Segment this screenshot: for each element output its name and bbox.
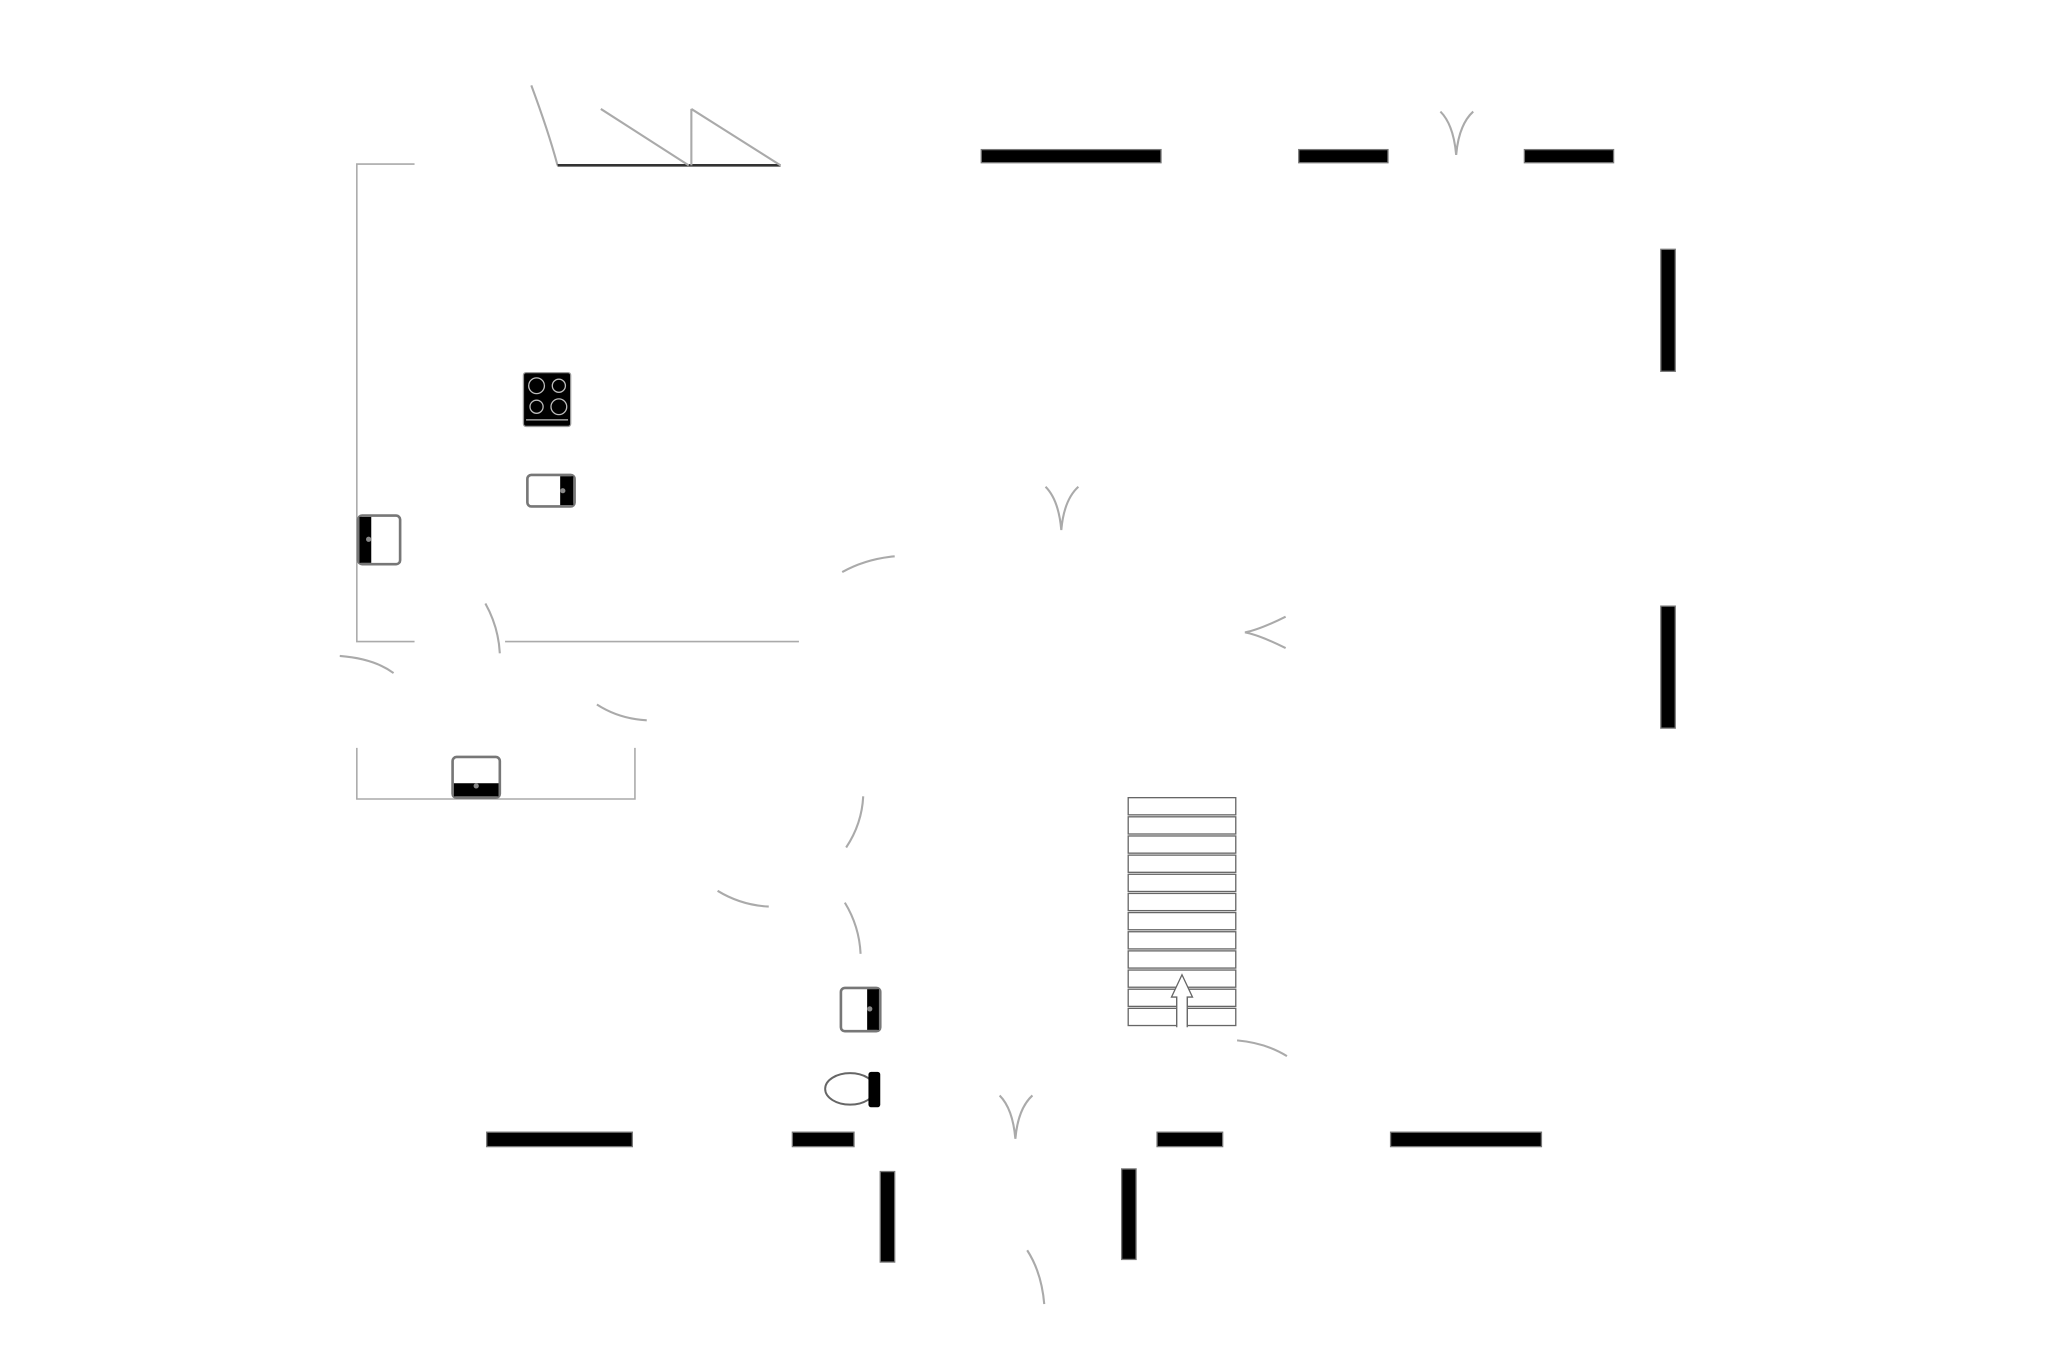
stair-step (1186, 1007, 1237, 1027)
stair-step (1127, 797, 1237, 816)
right-windows (1660, 248, 1676, 729)
stair-step (1127, 931, 1237, 950)
stair-step (1127, 835, 1237, 854)
window (1389, 1131, 1543, 1148)
door-swings (339, 110, 1474, 1305)
stair-step (1127, 988, 1178, 1008)
partitions (356, 163, 799, 800)
stair-step (1127, 854, 1237, 873)
sink-icon (356, 514, 402, 566)
stair-step (1127, 950, 1237, 969)
window (791, 1131, 855, 1148)
window (1298, 148, 1389, 164)
window (486, 1131, 633, 1148)
window (980, 148, 1162, 164)
staircase (1127, 797, 1237, 1028)
bottom-windows (486, 1131, 1543, 1263)
window (879, 1170, 896, 1263)
stove-icon (522, 371, 572, 428)
stair-step (1127, 873, 1237, 893)
sink-icon (526, 473, 576, 508)
stair-step (1127, 892, 1237, 912)
stair-step (1127, 1007, 1178, 1027)
window (1660, 605, 1676, 729)
stair-step (1127, 816, 1237, 835)
window (1156, 1131, 1224, 1148)
entry-door (530, 84, 782, 167)
stair-step (1127, 911, 1237, 931)
window (1120, 1168, 1137, 1261)
stair-direction-arrow (1170, 973, 1194, 1028)
top-windows (980, 148, 1615, 164)
window (1660, 248, 1676, 372)
stair-step (1186, 988, 1237, 1008)
window (1523, 148, 1615, 164)
toilet-icon (824, 1071, 881, 1108)
sink-icon (451, 755, 502, 799)
sink-icon (839, 986, 882, 1033)
